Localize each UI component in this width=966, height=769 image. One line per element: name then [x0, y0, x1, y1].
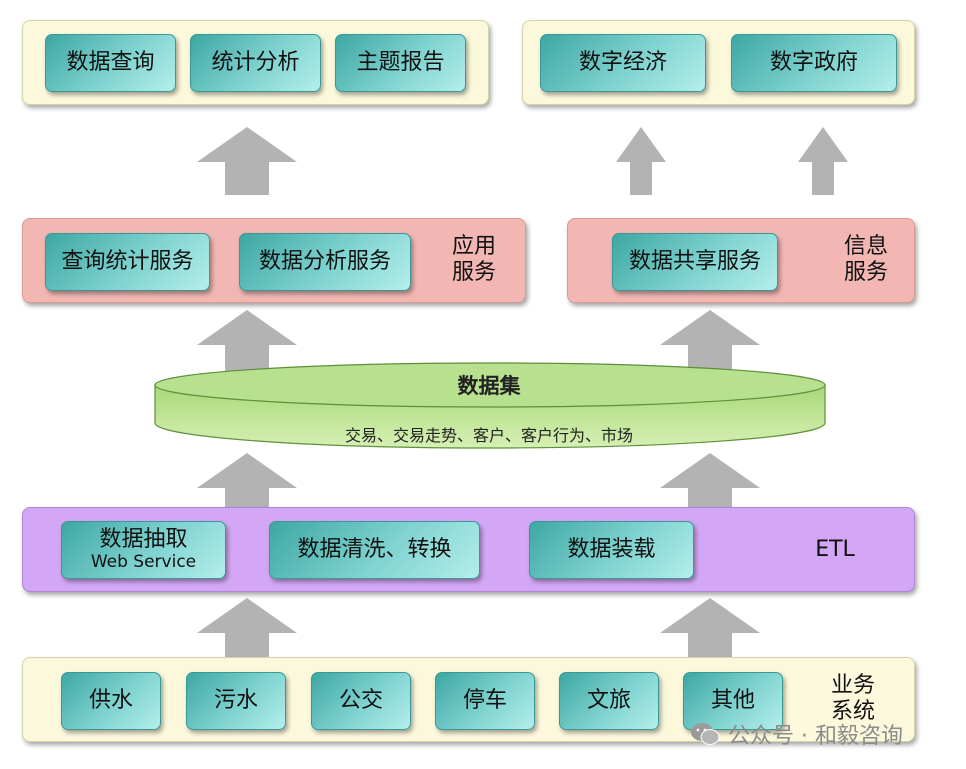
- query-statistics-service-label: 查询统计服务: [61, 248, 194, 274]
- data-analysis-service-label: 数据分析服务: [258, 248, 391, 274]
- parking-label: 停车: [462, 687, 507, 713]
- top-left-panel: 数据查询 统计分析 主题报告: [22, 20, 489, 105]
- arrow-up-icon: [660, 598, 760, 660]
- watermark: 公众号 · 和毅咨询: [690, 716, 960, 752]
- watermark-text: 公众号 · 和毅咨询: [728, 724, 903, 749]
- water-supply-label: 供水: [88, 687, 133, 713]
- arrow-up-icon: [197, 127, 297, 195]
- water-supply-box: 供水: [61, 672, 161, 730]
- application-services-title: 应用 服务: [451, 234, 496, 286]
- parking-box: 停车: [435, 672, 535, 730]
- arrow-up-icon: [616, 127, 666, 195]
- etl-panel: 数据抽取 Web Service 数据清洗、转换 数据装载 ETL: [22, 507, 915, 592]
- data-extraction-label: 数据抽取: [99, 527, 188, 553]
- data-sharing-service-label: 数据共享服务: [628, 248, 761, 274]
- dataset-title: 数据集: [457, 374, 521, 398]
- data-query-label: 数据查询: [66, 49, 155, 75]
- topic-report-box: 主题报告: [335, 34, 466, 92]
- digital-government-label: 数字政府: [769, 49, 858, 75]
- sewage-box: 污水: [186, 672, 286, 730]
- others-label: 其他: [710, 687, 755, 713]
- query-statistics-service-box: 查询统计服务: [45, 233, 210, 291]
- etl-title: ETL: [815, 537, 855, 562]
- business-systems-title: 业务 系统: [830, 673, 875, 725]
- culture-tourism-label: 文旅: [586, 687, 631, 713]
- culture-tourism-box: 文旅: [559, 672, 659, 730]
- digital-economy-label: 数字经济: [578, 49, 667, 75]
- topic-report-label: 主题报告: [356, 49, 445, 75]
- data-cleaning-label: 数据清洗、转换: [297, 536, 452, 562]
- sewage-label: 污水: [213, 687, 258, 713]
- public-transport-label: 公交: [338, 687, 383, 713]
- arrow-up-icon: [197, 598, 297, 660]
- data-query-box: 数据查询: [45, 34, 176, 92]
- data-loading-label: 数据装载: [567, 536, 656, 562]
- information-services-panel: 数据共享服务 信息 服务: [567, 218, 915, 303]
- digital-economy-box: 数字经济: [540, 34, 706, 92]
- wechat-icon: [691, 723, 720, 745]
- dataset-cylinder: [154, 362, 826, 449]
- statistical-analysis-label: 统计分析: [211, 49, 300, 75]
- web-service-label: Web Service: [90, 552, 197, 573]
- public-transport-box: 公交: [311, 672, 411, 730]
- data-extraction-box: 数据抽取 Web Service: [61, 521, 226, 579]
- arrow-up-icon: [798, 127, 848, 195]
- business-systems-panel: 供水 污水 公交 停车 文旅 其他 业务 系统: [22, 657, 915, 742]
- others-box: 其他: [683, 672, 783, 730]
- arrow-up-icon: [197, 310, 297, 375]
- data-cleaning-box: 数据清洗、转换: [269, 521, 480, 579]
- top-right-panel: 数字经济 数字政府: [522, 20, 915, 105]
- data-sharing-service-box: 数据共享服务: [612, 233, 778, 291]
- application-services-panel: 查询统计服务 数据分析服务 应用 服务: [22, 218, 526, 303]
- data-analysis-service-box: 数据分析服务: [239, 233, 411, 291]
- information-services-title: 信息 服务: [843, 234, 888, 286]
- data-loading-box: 数据装载: [529, 521, 694, 579]
- statistical-analysis-box: 统计分析: [190, 34, 321, 92]
- digital-government-box: 数字政府: [731, 34, 897, 92]
- dataset-subtitle: 交易、交易走势、客户、客户行为、市场: [344, 426, 633, 445]
